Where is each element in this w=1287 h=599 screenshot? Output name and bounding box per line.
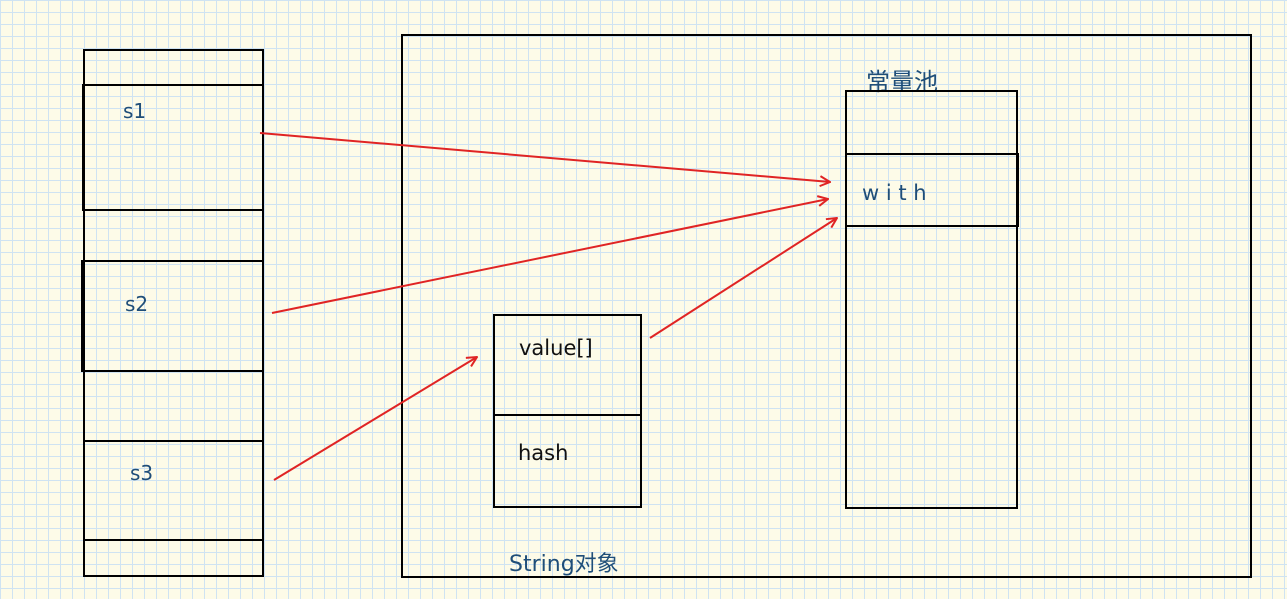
arrow-value-to-with	[649, 218, 837, 339]
arrow-s1-to-with	[259, 132, 830, 182]
constant-pool-entry-with	[845, 153, 1019, 227]
string-field-value: value[]	[519, 336, 593, 360]
string-object-caption: String对象	[509, 552, 619, 577]
arrow-s3-to-string-object	[273, 357, 477, 481]
string-object-divider	[493, 414, 642, 416]
stack-slot-s1	[82, 84, 264, 211]
stack-slot-s3-label: s3	[130, 461, 154, 485]
stack-slot-s3	[83, 440, 264, 541]
stack-slot-s1-label: s1	[123, 99, 147, 123]
heap-region	[401, 34, 1252, 578]
constant-pool-entry-label: w i t h	[862, 181, 927, 205]
constant-pool-box	[845, 90, 1018, 509]
string-object-box	[493, 314, 642, 508]
stack-slot-s2	[81, 260, 264, 372]
arrow-s2-to-with	[271, 199, 828, 314]
stack-slot-s2-label: s2	[125, 292, 149, 316]
string-field-hash: hash	[518, 441, 569, 465]
